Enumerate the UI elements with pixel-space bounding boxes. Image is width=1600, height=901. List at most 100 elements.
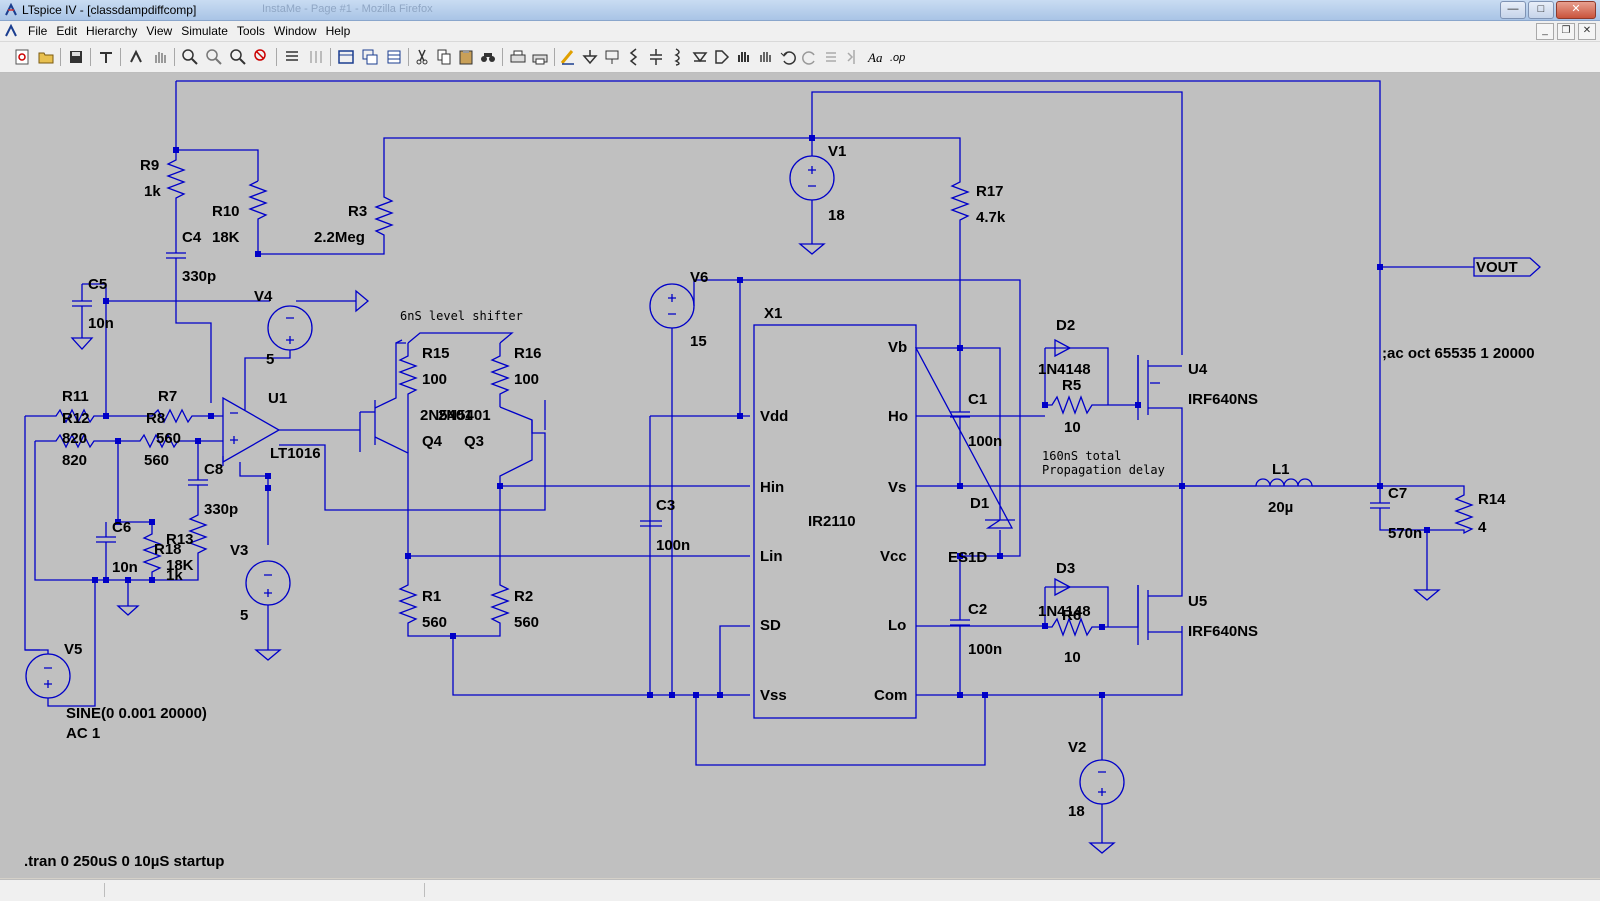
save-icon[interactable] <box>66 47 86 67</box>
menu-view[interactable]: View <box>146 24 173 38</box>
c2-value[interactable]: 100n <box>968 641 1002 658</box>
zoom-in-icon[interactable] <box>180 47 200 67</box>
zoom-fit-icon[interactable] <box>204 47 224 67</box>
d2-name[interactable]: D2 <box>1056 317 1075 334</box>
c7-value[interactable]: 570n <box>1388 525 1422 542</box>
propagation-comment-line2[interactable]: Propagation delay <box>1042 463 1165 477</box>
print-icon[interactable] <box>530 47 550 67</box>
v2-value[interactable]: 18 <box>1068 803 1085 820</box>
r12-name[interactable]: R12 <box>62 410 90 427</box>
r15-name[interactable]: R15 <box>422 345 450 362</box>
mirror-icon[interactable] <box>844 47 864 67</box>
component-icon[interactable] <box>712 47 732 67</box>
open-icon[interactable] <box>36 47 56 67</box>
inductor-icon[interactable] <box>668 47 688 67</box>
zoom-cancel-icon[interactable] <box>252 47 272 67</box>
q4-name[interactable]: Q4 <box>422 433 443 450</box>
v2-name[interactable]: V2 <box>1068 739 1086 756</box>
c4-name[interactable]: C4 <box>182 229 202 246</box>
rotate-icon[interactable] <box>822 47 842 67</box>
v1-name[interactable]: V1 <box>828 143 846 160</box>
r10-name[interactable]: R10 <box>212 203 240 220</box>
q4-model[interactable]: 2N5401 <box>420 407 473 424</box>
r16-name[interactable]: R16 <box>514 345 542 362</box>
x1-name[interactable]: X1 <box>764 305 782 322</box>
move-icon[interactable] <box>734 47 754 67</box>
v5-name[interactable]: V5 <box>64 641 82 658</box>
redo-icon[interactable] <box>800 47 820 67</box>
u4-name[interactable]: U4 <box>1188 361 1208 378</box>
run-icon[interactable] <box>126 47 146 67</box>
v4-value[interactable]: 5 <box>266 351 274 368</box>
r5-value[interactable]: 10 <box>1064 419 1081 436</box>
menu-edit[interactable]: Edit <box>56 24 78 38</box>
c8-value[interactable]: 330p <box>204 501 238 518</box>
c8-name[interactable]: C8 <box>204 461 223 478</box>
u5-name[interactable]: U5 <box>1188 593 1207 610</box>
ground-icon[interactable] <box>580 47 600 67</box>
propagation-comment-line1[interactable]: 160nS total <box>1042 449 1121 463</box>
find-icon[interactable] <box>478 47 498 67</box>
v3-name[interactable]: V3 <box>230 542 248 559</box>
resistor-icon[interactable] <box>624 47 644 67</box>
r6-name[interactable]: R6 <box>1062 607 1081 624</box>
c7-name[interactable]: C7 <box>1388 485 1407 502</box>
capacitor-icon[interactable] <box>646 47 666 67</box>
undo-icon[interactable] <box>778 47 798 67</box>
c1-name[interactable]: C1 <box>968 391 987 408</box>
u4-value[interactable]: IRF640NS <box>1188 391 1258 408</box>
r5-name[interactable]: R5 <box>1062 377 1081 394</box>
paste-icon[interactable] <box>456 47 476 67</box>
c5-name[interactable]: C5 <box>88 276 107 293</box>
v6-value[interactable]: 15 <box>690 333 707 350</box>
menu-tools[interactable]: Tools <box>236 24 265 38</box>
d3-value[interactable]: 1N4148 <box>1038 603 1091 620</box>
minimize-button[interactable]: — <box>1500 1 1526 19</box>
l1-value[interactable]: 20µ <box>1268 499 1293 516</box>
r2-value[interactable]: 560 <box>514 614 539 631</box>
doc-close-button[interactable]: ✕ <box>1578 23 1596 40</box>
u5-value[interactable]: IRF640NS <box>1188 623 1258 640</box>
ac-directive[interactable]: ;ac oct 65535 1 20000 <box>1382 345 1535 362</box>
control-panel-icon[interactable] <box>96 47 116 67</box>
r18-name[interactable]: R18 <box>154 541 182 558</box>
menu-window[interactable]: Window <box>273 24 317 38</box>
r7-name[interactable]: R7 <box>158 388 177 405</box>
x1-value[interactable]: IR2110 <box>808 513 856 530</box>
r11-name[interactable]: R11 <box>62 388 89 405</box>
c2-name[interactable]: C2 <box>968 601 987 618</box>
c1-value[interactable]: 100n <box>968 433 1002 450</box>
text-icon[interactable]: Aa <box>866 47 886 67</box>
r3-value[interactable]: 2.2Meg <box>314 229 365 246</box>
r11-value[interactable]: 820 <box>62 430 87 447</box>
d3-name[interactable]: D3 <box>1056 560 1075 577</box>
drag-icon[interactable] <box>756 47 776 67</box>
r9-value[interactable]: 1k <box>144 183 161 200</box>
r8-value[interactable]: 560 <box>144 452 169 469</box>
window-icon[interactable] <box>360 47 380 67</box>
doc-restore-button[interactable]: ❐ <box>1557 23 1575 40</box>
v6-name[interactable]: V6 <box>690 269 708 286</box>
r13-value[interactable]: 18K <box>166 557 194 574</box>
r17-value[interactable]: 4.7k <box>976 209 1006 226</box>
r9-name[interactable]: R9 <box>140 157 159 174</box>
v5-ac[interactable]: AC 1 <box>66 725 100 742</box>
v4-name[interactable]: V4 <box>254 288 273 305</box>
print-setup-icon[interactable] <box>508 47 528 67</box>
menu-simulate[interactable]: Simulate <box>181 24 228 38</box>
r1-name[interactable]: R1 <box>422 588 441 605</box>
u1-value[interactable]: LT1016 <box>270 445 321 462</box>
r7-value[interactable]: 560 <box>156 430 181 447</box>
pan-hand-icon[interactable] <box>150 47 170 67</box>
c5-value[interactable]: 10n <box>88 315 114 332</box>
maximize-button[interactable]: □ <box>1528 1 1554 19</box>
d2-value[interactable]: 1N4148 <box>1038 361 1091 378</box>
r15-value[interactable]: 100 <box>422 371 447 388</box>
menu-help[interactable]: Help <box>325 24 351 38</box>
c6-name[interactable]: C6 <box>112 519 131 536</box>
r6-value[interactable]: 10 <box>1064 649 1081 666</box>
r13-name[interactable]: R13 <box>166 531 194 548</box>
schematic-canvas[interactable]: R9 1k R10 18K R3 2.2Meg C4 330p C5 10n V… <box>0 73 1600 878</box>
c4-value[interactable]: 330p <box>182 268 216 285</box>
r18-value[interactable]: 1k <box>166 567 183 584</box>
